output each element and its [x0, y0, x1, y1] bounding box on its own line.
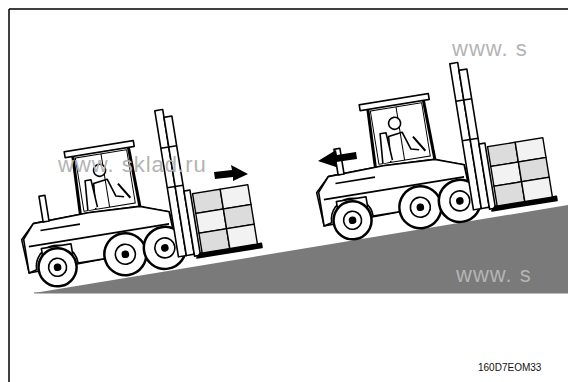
- watermark: www. s: [456, 262, 532, 288]
- watermark: www. s: [452, 36, 528, 62]
- watermark: www. sklad.ru: [58, 152, 207, 178]
- figure-code: 160D7EOM33: [478, 362, 541, 373]
